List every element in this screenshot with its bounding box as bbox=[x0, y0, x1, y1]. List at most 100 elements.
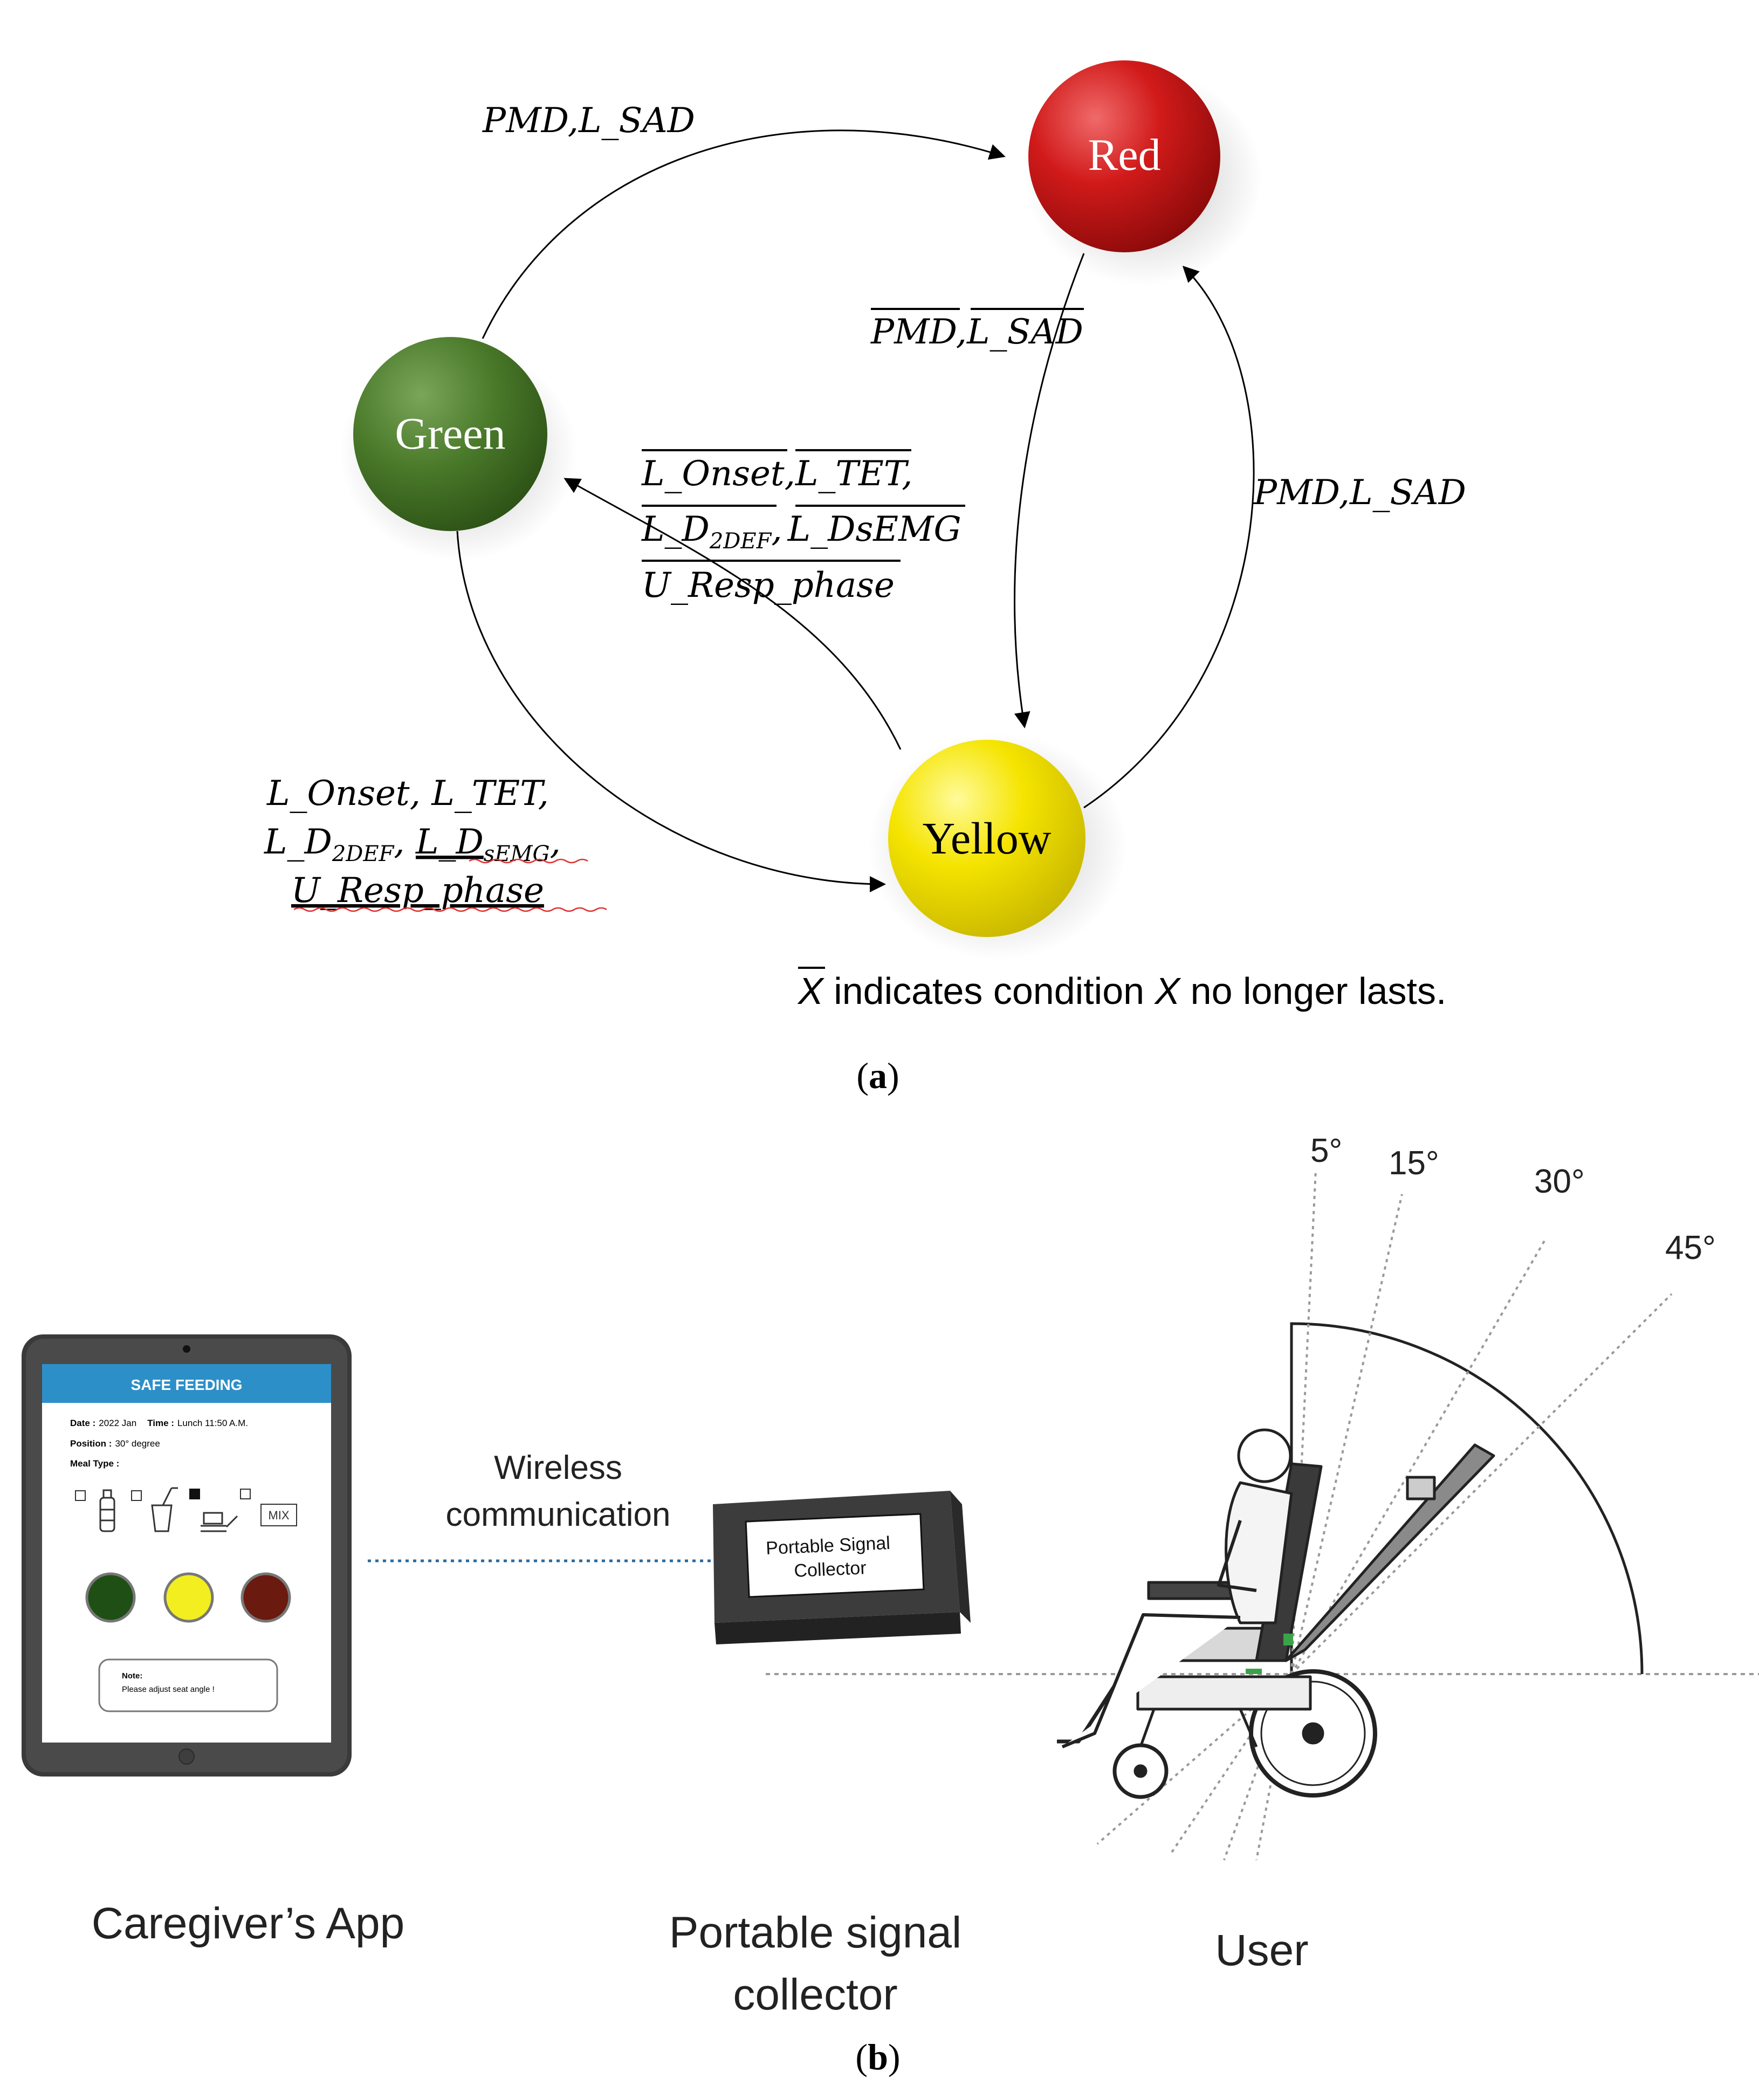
system-diagram: SAFE FEEDING Date : 2022 Jan Time :Lunch 1… bbox=[22, 1132, 1759, 2077]
legend-italic: X bbox=[1154, 970, 1181, 1012]
yg-l1-sep: , bbox=[785, 454, 795, 494]
angle-line-30 bbox=[1290, 1239, 1546, 1675]
green-state-circle bbox=[353, 337, 547, 531]
signal-collector-device: Portable Signal Collector bbox=[713, 1491, 971, 1644]
time-label: Time : bbox=[147, 1418, 174, 1428]
gy-l2-a-sub: 2DEF bbox=[332, 842, 395, 866]
user-head bbox=[1237, 1428, 1292, 1483]
chair-base-frame bbox=[1136, 1675, 1312, 1711]
yellow-light-button[interactable] bbox=[163, 1572, 214, 1623]
camera-icon bbox=[183, 1345, 190, 1353]
svg-text:L_Onset,L_TET,: L_Onset,L_TET, bbox=[641, 454, 913, 494]
gy-l2-b: L_D bbox=[415, 822, 484, 862]
arrow-yellow-to-red bbox=[1083, 265, 1255, 809]
wireless-line1: Wireless bbox=[494, 1449, 622, 1486]
angle-label-30: 30° bbox=[1534, 1163, 1585, 1200]
legend-text-a: indicates condition bbox=[823, 970, 1155, 1012]
arrow-green-to-yellow bbox=[456, 531, 886, 892]
yg-l1-a: L_Onset bbox=[641, 454, 785, 494]
svg-text:L_D2DEF,L_DsEMG: L_D2DEF,L_DsEMG bbox=[641, 509, 961, 554]
caption-a: (a) bbox=[856, 1055, 899, 1096]
red-state-label: Red bbox=[1088, 130, 1160, 180]
headrest-module bbox=[1406, 1476, 1436, 1500]
yellow-state-label: Yellow bbox=[923, 814, 1052, 864]
yg-l1-b: L_TET bbox=[795, 454, 909, 494]
position-value: 30° degree bbox=[115, 1438, 160, 1449]
water-bottle-icon bbox=[99, 1489, 115, 1532]
app-title: SAFE FEEDING bbox=[131, 1376, 243, 1393]
angle-arc bbox=[1290, 1322, 1644, 1675]
angle-label-5: 5° bbox=[1310, 1132, 1342, 1169]
red-state-circle bbox=[1028, 60, 1220, 252]
meal-checkbox-food-checked[interactable] bbox=[189, 1489, 200, 1499]
spellcheck-underline-2 bbox=[469, 858, 588, 864]
arrow-yellow-to-green bbox=[564, 478, 902, 750]
angle-line-30-lower bbox=[1169, 1673, 1293, 1856]
gy-l2-b-sub: sEMG bbox=[484, 842, 550, 866]
yg-l2-a-sub: 2DEF bbox=[709, 529, 772, 554]
sensor-marker-1 bbox=[1283, 1634, 1293, 1645]
note-box bbox=[98, 1658, 278, 1712]
svg-text:X indicates condition X no lon: X indicates condition X no longer lasts. bbox=[797, 970, 1446, 1012]
collector-label-line2: Collector bbox=[794, 1558, 867, 1581]
label-collector-line2: collector bbox=[733, 1970, 897, 2019]
user-legs bbox=[1061, 1613, 1241, 1748]
arrow-green-to-red bbox=[482, 129, 1006, 339]
angle-label-15: 15° bbox=[1389, 1145, 1439, 1182]
yg-l2-b: L_DsEMG bbox=[787, 509, 961, 549]
label-red-to-yellow: PMD,L_SAD bbox=[870, 308, 1084, 352]
food-plate-icon bbox=[201, 1512, 238, 1532]
gy-l2-end: , bbox=[549, 822, 560, 862]
label-user: User bbox=[1215, 1926, 1308, 1975]
label-yellow-to-red: PMD,L_SAD bbox=[1253, 473, 1466, 513]
collector-end-face bbox=[950, 1491, 971, 1623]
green-light-button[interactable] bbox=[85, 1572, 136, 1623]
date-label: Date : bbox=[70, 1418, 95, 1428]
meal-checkbox-drink[interactable] bbox=[131, 1490, 142, 1501]
red-light-button[interactable] bbox=[241, 1572, 291, 1623]
spellcheck-underline bbox=[293, 907, 607, 912]
caption-b: (b) bbox=[855, 2036, 900, 2077]
yg-l2-sep: , bbox=[771, 509, 782, 549]
note-text: Please adjust seat angle ! bbox=[122, 1685, 215, 1694]
app-header bbox=[42, 1364, 331, 1403]
label-collector-line1: Portable signal bbox=[669, 1908, 961, 1957]
reclined-backrest-overlay bbox=[1284, 1443, 1495, 1662]
yg-l2-a: L_D bbox=[641, 509, 710, 549]
angle-line-45 bbox=[1290, 1293, 1673, 1675]
mix-box bbox=[260, 1504, 297, 1526]
angle-line-15 bbox=[1290, 1194, 1403, 1675]
label-red-to-yellow-sep: , bbox=[956, 312, 967, 352]
gy-l3: U_Resp_phase bbox=[291, 871, 544, 911]
svg-text:L_D2DEF, L_DsEMG,: L_D2DEF, L_DsEMG, bbox=[264, 822, 561, 866]
collector-side-face bbox=[714, 1612, 961, 1644]
mix-label: MIX bbox=[268, 1509, 289, 1522]
reclining-wheelchair-user bbox=[1057, 1428, 1495, 1799]
tablet: SAFE FEEDING Date : 2022 Jan Time :Lunch 1… bbox=[22, 1334, 352, 1777]
legend-bar-symbol: X bbox=[797, 970, 824, 1012]
label-green-to-red: PMD,L_SAD bbox=[482, 101, 695, 141]
svg-text:Position :30° degree: Position :30° degree bbox=[70, 1438, 160, 1449]
date-value: 2022 Jan bbox=[99, 1418, 136, 1428]
svg-text:PMD,L_SAD: PMD,L_SAD bbox=[870, 312, 1083, 352]
time-value: Lunch 11:50 A.M. bbox=[177, 1418, 248, 1428]
gy-l2-a: L_D bbox=[264, 822, 332, 862]
yg-l3: U_Resp_phase bbox=[642, 566, 895, 605]
yellow-state-circle bbox=[888, 740, 1085, 937]
sensor-marker-2 bbox=[1246, 1669, 1262, 1674]
yg-l1-end: , bbox=[902, 454, 912, 494]
user-arm bbox=[1217, 1520, 1257, 1592]
gy-l2-sep: , bbox=[394, 822, 416, 862]
meal-checkbox-water[interactable] bbox=[75, 1490, 86, 1501]
label-green-to-yellow: L_Onset, L_TET, L_D2DEF, L_DsEMG, U_Resp… bbox=[264, 774, 607, 912]
gy-l1: L_Onset, L_TET, bbox=[266, 774, 549, 814]
arrow-red-to-yellow bbox=[1014, 253, 1085, 728]
wireless-line2: communication bbox=[446, 1496, 671, 1533]
note-label: Note: bbox=[122, 1671, 142, 1681]
legend-text-b: no longer lasts. bbox=[1180, 970, 1446, 1012]
label-red-to-yellow-a: PMD bbox=[870, 312, 957, 352]
label-yellow-to-green: L_Onset,L_TET, L_D2DEF,L_DsEMG U_Resp_ph… bbox=[641, 449, 965, 605]
meal-checkbox-mix[interactable] bbox=[240, 1489, 251, 1499]
